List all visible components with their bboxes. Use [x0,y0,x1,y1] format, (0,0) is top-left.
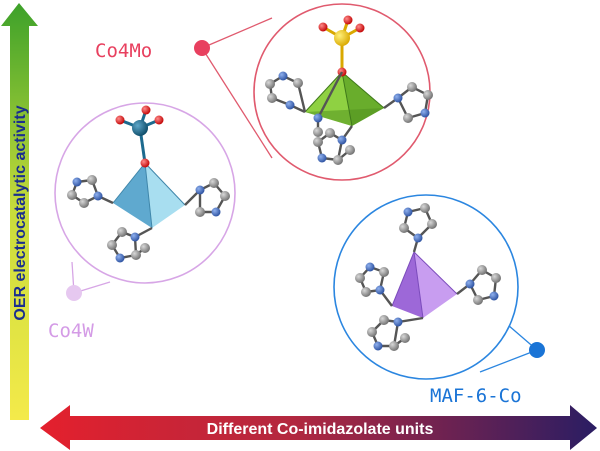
co4mo-tetrahedron [304,71,385,127]
x-axis-arrow [40,405,597,450]
maf6co-imidazole-bottom [367,315,424,351]
maf6co-connector-line [479,349,538,373]
co4mo-imidazole-left [265,71,307,114]
oxygen-atom [318,22,328,32]
co4w-imidazole-bottom [107,226,153,263]
co4mo-unit [194,3,433,181]
co4mo-label: Co4Mo [95,40,152,62]
co4mo-imidazole-back [313,71,344,137]
w-atom [132,120,148,136]
y-axis-arrow [1,3,38,420]
maf6co-tetrahedron [391,251,458,319]
co4w-unit [54,102,236,301]
maf6co-imidazole-right [456,265,501,305]
co4mo-connector-line [201,17,273,49]
co4mo-pointer-dot [194,40,210,56]
co4w-pointer-dot [66,285,82,301]
co4w-imidazole-left [67,175,114,208]
y-axis-label: OER electrocatalytic activity [12,105,29,320]
co4w-imidazole-right [184,178,230,217]
maf6co-unit [333,194,545,380]
co4w-wo4-group [115,105,164,168]
maf6co-label: MAF-6-Co [430,385,522,407]
oxygen-atom [140,158,150,168]
co4mo-connector-line [201,47,273,159]
oxygen-atom [115,115,125,125]
maf6co-imidazole-left [355,262,393,307]
co4w-tetrahedron [112,162,186,229]
x-axis-label: Different Co-imidazolate units [207,421,434,438]
oxygen-atom [355,23,365,33]
oxygen-atom [141,105,151,115]
co4mo-imidazole-right [383,82,433,123]
maf6co-pointer-dot [529,342,545,358]
co4w-label: Co4W [48,320,94,342]
oxygen-atom [154,115,164,125]
maf6co-imidazole-top [399,203,437,253]
mo-atom [334,30,350,46]
oxygen-atom [343,15,353,25]
co4mo-imidazole-bottom [313,125,355,165]
co4mo-moo4-group [318,15,365,77]
